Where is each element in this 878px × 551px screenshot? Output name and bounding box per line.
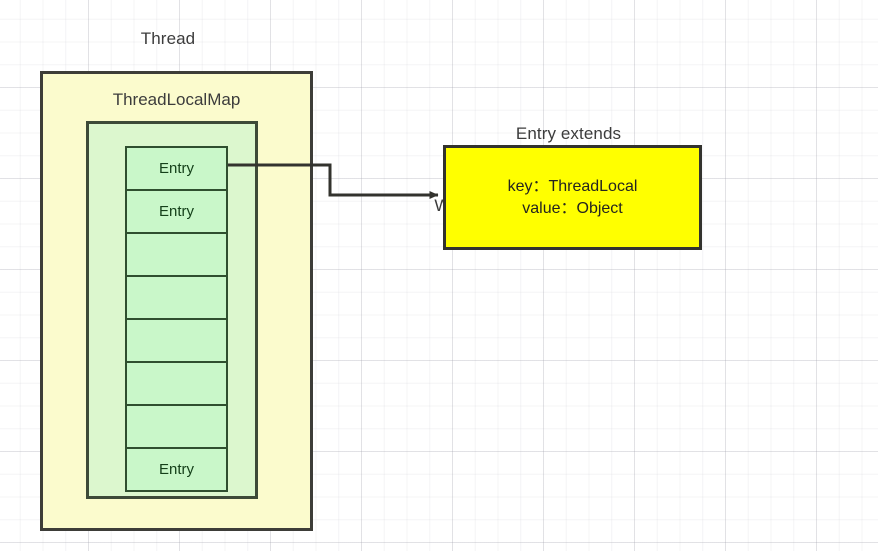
- entry-table: Entry Entry Entry: [125, 146, 228, 492]
- entry-cell[interactable]: Entry: [125, 447, 228, 492]
- entry-cell[interactable]: [125, 275, 228, 320]
- threadlocalmap-label: ThreadLocalMap: [112, 90, 241, 109]
- entry-heading-line-1: Entry extends: [515, 124, 622, 143]
- thread-label: Thread: [140, 29, 196, 48]
- entry-value-line: value：Object: [522, 199, 623, 217]
- entry-cell[interactable]: Entry: [125, 146, 228, 191]
- entry-cell[interactable]: [125, 318, 228, 363]
- entry-cell[interactable]: Entry: [125, 189, 228, 234]
- entry-cell[interactable]: [125, 404, 228, 449]
- entry-cell[interactable]: [125, 361, 228, 406]
- entry-detail-box: key：ThreadLocal value：Object: [443, 145, 702, 250]
- entry-cell[interactable]: [125, 232, 228, 277]
- entry-key-line: key：ThreadLocal: [507, 177, 638, 195]
